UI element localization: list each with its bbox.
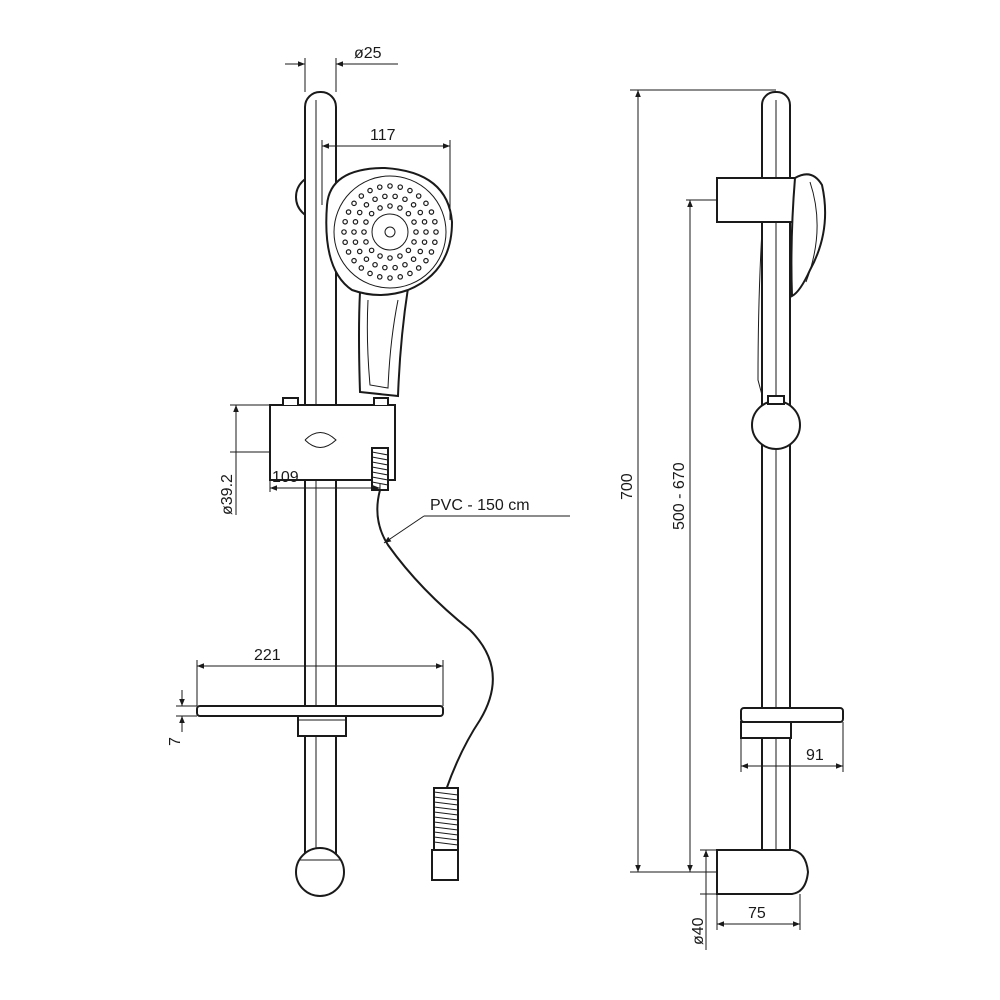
side-view: [716, 91, 844, 895]
dimension-lines: ø25 117 ø39.2 109 PVC - 150 cm 221 7: [167, 45, 844, 950]
hose-nut: [431, 849, 459, 881]
side-soap-shelf: [740, 707, 844, 723]
spray-nozzles: [341, 183, 439, 281]
dim-bracket-depth: 75: [748, 905, 766, 922]
front-soap-shelf: [196, 705, 444, 717]
dim-shelf-width: 221: [254, 647, 281, 664]
dim-shelf-depth: 91: [806, 747, 824, 764]
shower-head: [325, 166, 454, 296]
dim-shelf-thickness: 7: [167, 737, 184, 746]
dim-head-width: 117: [370, 127, 396, 144]
dim-rail-diameter: ø25: [354, 45, 382, 62]
slider-button: [282, 397, 299, 405]
dim-bracket-diameter: ø40: [690, 917, 707, 945]
side-slider-knob: [751, 400, 801, 450]
dim-hose-length: PVC - 150 cm: [430, 497, 530, 514]
shower-handle: [358, 286, 410, 398]
side-shower-head: [790, 173, 827, 298]
front-view: [196, 91, 494, 897]
dim-slider-depth: 109: [272, 469, 299, 486]
hose: [376, 489, 494, 791]
side-wall-bracket: [716, 849, 810, 895]
dim-bracket-spacing: 500 - 670: [671, 462, 688, 530]
dim-slider-diameter: ø39.2: [219, 474, 236, 515]
front-lower-bracket-knob: [295, 847, 345, 897]
dim-total-height: 700: [619, 473, 636, 500]
